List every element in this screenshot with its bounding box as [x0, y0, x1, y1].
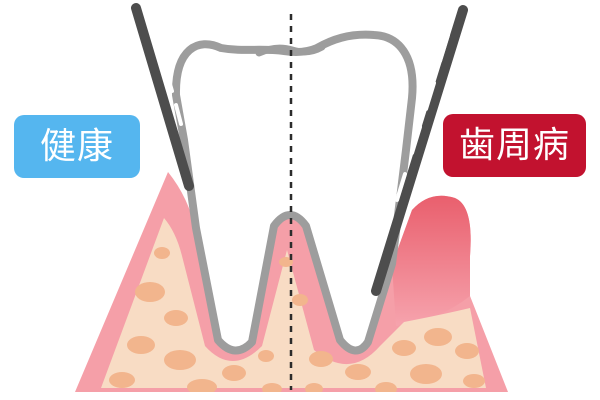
periodontal-probe-icon: [131, 3, 194, 191]
healthy-label: 健康: [14, 115, 140, 178]
periodontal-probe-icon: [371, 5, 468, 296]
periodontal-disease-label: 歯周病: [443, 114, 586, 177]
inflamed-gum: [392, 195, 471, 326]
bone-texture: [109, 247, 485, 392]
